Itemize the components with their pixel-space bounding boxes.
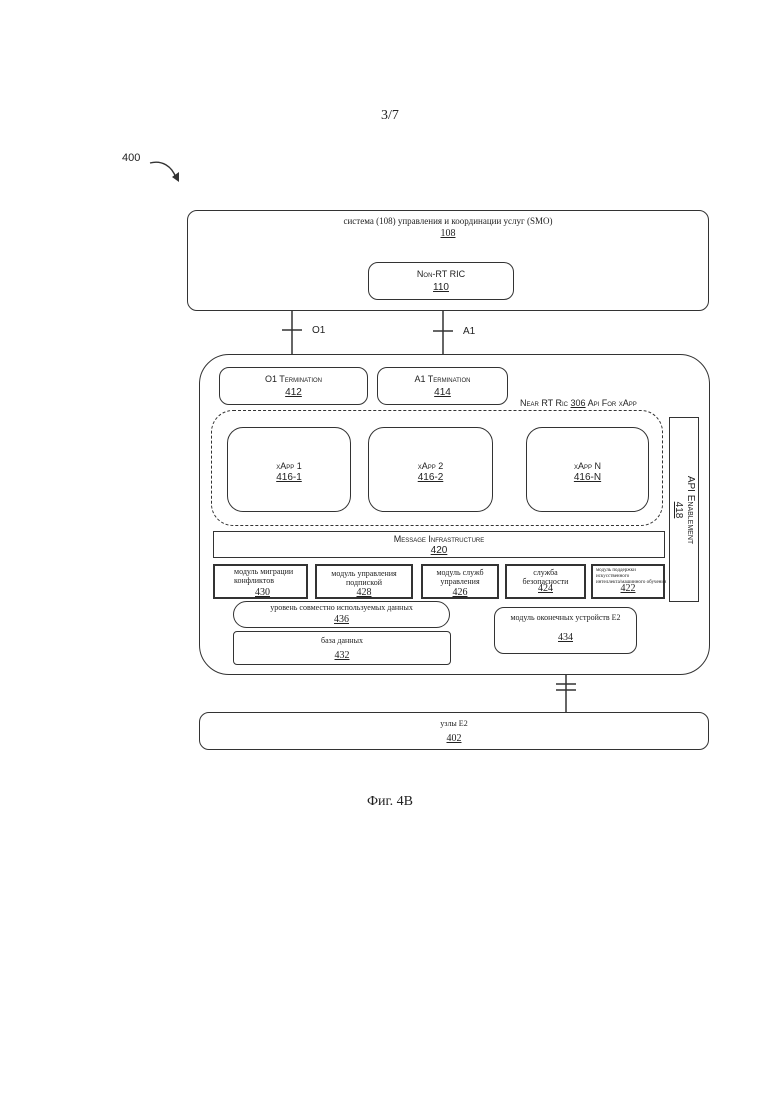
api-enablement-box: API Enablement 418 <box>669 417 699 602</box>
figure-caption: Фиг. 4B <box>340 794 440 810</box>
e2-termination-number: 434 <box>495 632 636 643</box>
smo-number: 108 <box>188 228 708 239</box>
a1-termination-label: A1 Termination <box>378 374 507 384</box>
management-services-line-1: модуль служб <box>423 568 497 577</box>
message-infrastructure-label: Message Infrastructure <box>214 534 664 544</box>
o1-termination-box: O1 Termination 412 <box>219 367 368 405</box>
xapp-1-label: xApp 1 <box>228 461 350 471</box>
message-infrastructure-box: Message Infrastructure 420 <box>213 531 665 558</box>
xapp-n-number: 416-N <box>527 472 648 483</box>
subscription-module-label: модуль управления подпиской <box>317 569 411 587</box>
o1-interface-label: O1 <box>312 325 325 336</box>
e2-nodes-label: узлы E2 <box>200 719 708 728</box>
shared-data-layer-number: 436 <box>234 614 449 625</box>
e2-termination-box: модуль оконечных устройств E2 434 <box>494 607 637 654</box>
near-rt-ric-prefix: Near RT Ric <box>520 398 568 408</box>
ai-ml-module-box: модуль поддержки искусственного интеллек… <box>591 564 665 599</box>
management-services-module-label: модуль служб управления <box>423 568 497 586</box>
database-label: база данных <box>234 636 450 645</box>
xapp-n-label: xApp N <box>527 461 648 471</box>
o1-termination-label: O1 Termination <box>220 374 367 384</box>
shared-data-layer-box: уровень совместно используемых данных 43… <box>233 601 450 628</box>
subscription-line-1: модуль управления <box>317 569 411 578</box>
subscription-module-number: 428 <box>317 587 411 598</box>
smo-label: система (108) управления и координации у… <box>188 216 708 226</box>
near-rt-ric-api-label: Near RT Ric 306 Api For xApp <box>520 398 637 408</box>
shared-data-layer-label: уровень совместно используемых данных <box>234 603 449 612</box>
xapp-2-number: 416-2 <box>369 472 492 483</box>
ai-ml-module-number: 422 <box>593 583 663 594</box>
security-line-1: служба <box>507 568 584 577</box>
management-services-module-box: модуль служб управления 426 <box>421 564 499 599</box>
conflict-migration-line-1: модуль миграции <box>234 567 293 576</box>
xapp-1-box: xApp 1 416-1 <box>227 427 351 512</box>
security-module-box: служба безопасности 424 <box>505 564 586 599</box>
api-enablement-number: 418 <box>672 475 684 543</box>
non-rt-ric-box: Non-RT RIC 110 <box>368 262 514 300</box>
conflict-migration-module-number: 430 <box>255 587 270 598</box>
subscription-module-box: модуль управления подпиской 428 <box>315 564 413 599</box>
near-rt-ric-suffix: Api For xApp <box>588 398 637 408</box>
management-services-line-2: управления <box>423 577 497 586</box>
conflict-migration-line-2: конфликтов <box>234 576 293 585</box>
e2-termination-label: модуль оконечных устройств E2 <box>495 613 636 622</box>
figure-ref-label: 400 <box>122 152 140 164</box>
figure-ref-arrowhead <box>172 172 179 182</box>
xapp-n-box: xApp N 416-N <box>526 427 649 512</box>
e2-nodes-number: 402 <box>200 733 708 744</box>
a1-interface-label: A1 <box>463 326 475 337</box>
xapp-1-number: 416-1 <box>228 472 350 483</box>
e2-nodes-box: узлы E2 402 <box>199 712 709 750</box>
management-services-module-number: 426 <box>423 587 497 598</box>
a1-termination-box: A1 Termination 414 <box>377 367 508 405</box>
conflict-migration-module-box: модуль миграции конфликтов 430 <box>213 564 308 599</box>
security-module-number: 424 <box>507 583 584 594</box>
message-infrastructure-number: 420 <box>214 545 664 556</box>
conflict-migration-module-label: модуль миграции конфликтов <box>234 567 293 585</box>
xapp-2-label: xApp 2 <box>369 461 492 471</box>
page-number: 3/7 <box>360 108 420 124</box>
database-number: 432 <box>234 650 450 661</box>
a1-termination-number: 414 <box>378 387 507 398</box>
non-rt-ric-label: Non-RT RIC <box>369 269 513 279</box>
non-rt-ric-number: 110 <box>369 282 513 293</box>
figure-ref-arrow <box>150 162 176 178</box>
api-enablement-text: API Enablement 418 <box>672 475 696 543</box>
database-box: база данных 432 <box>233 631 451 665</box>
api-enablement-label: API Enablement <box>684 475 696 543</box>
o1-termination-number: 412 <box>220 387 367 398</box>
near-rt-ric-number: 306 <box>571 398 586 408</box>
subscription-line-2: подпиской <box>317 578 411 587</box>
xapp-2-box: xApp 2 416-2 <box>368 427 493 512</box>
